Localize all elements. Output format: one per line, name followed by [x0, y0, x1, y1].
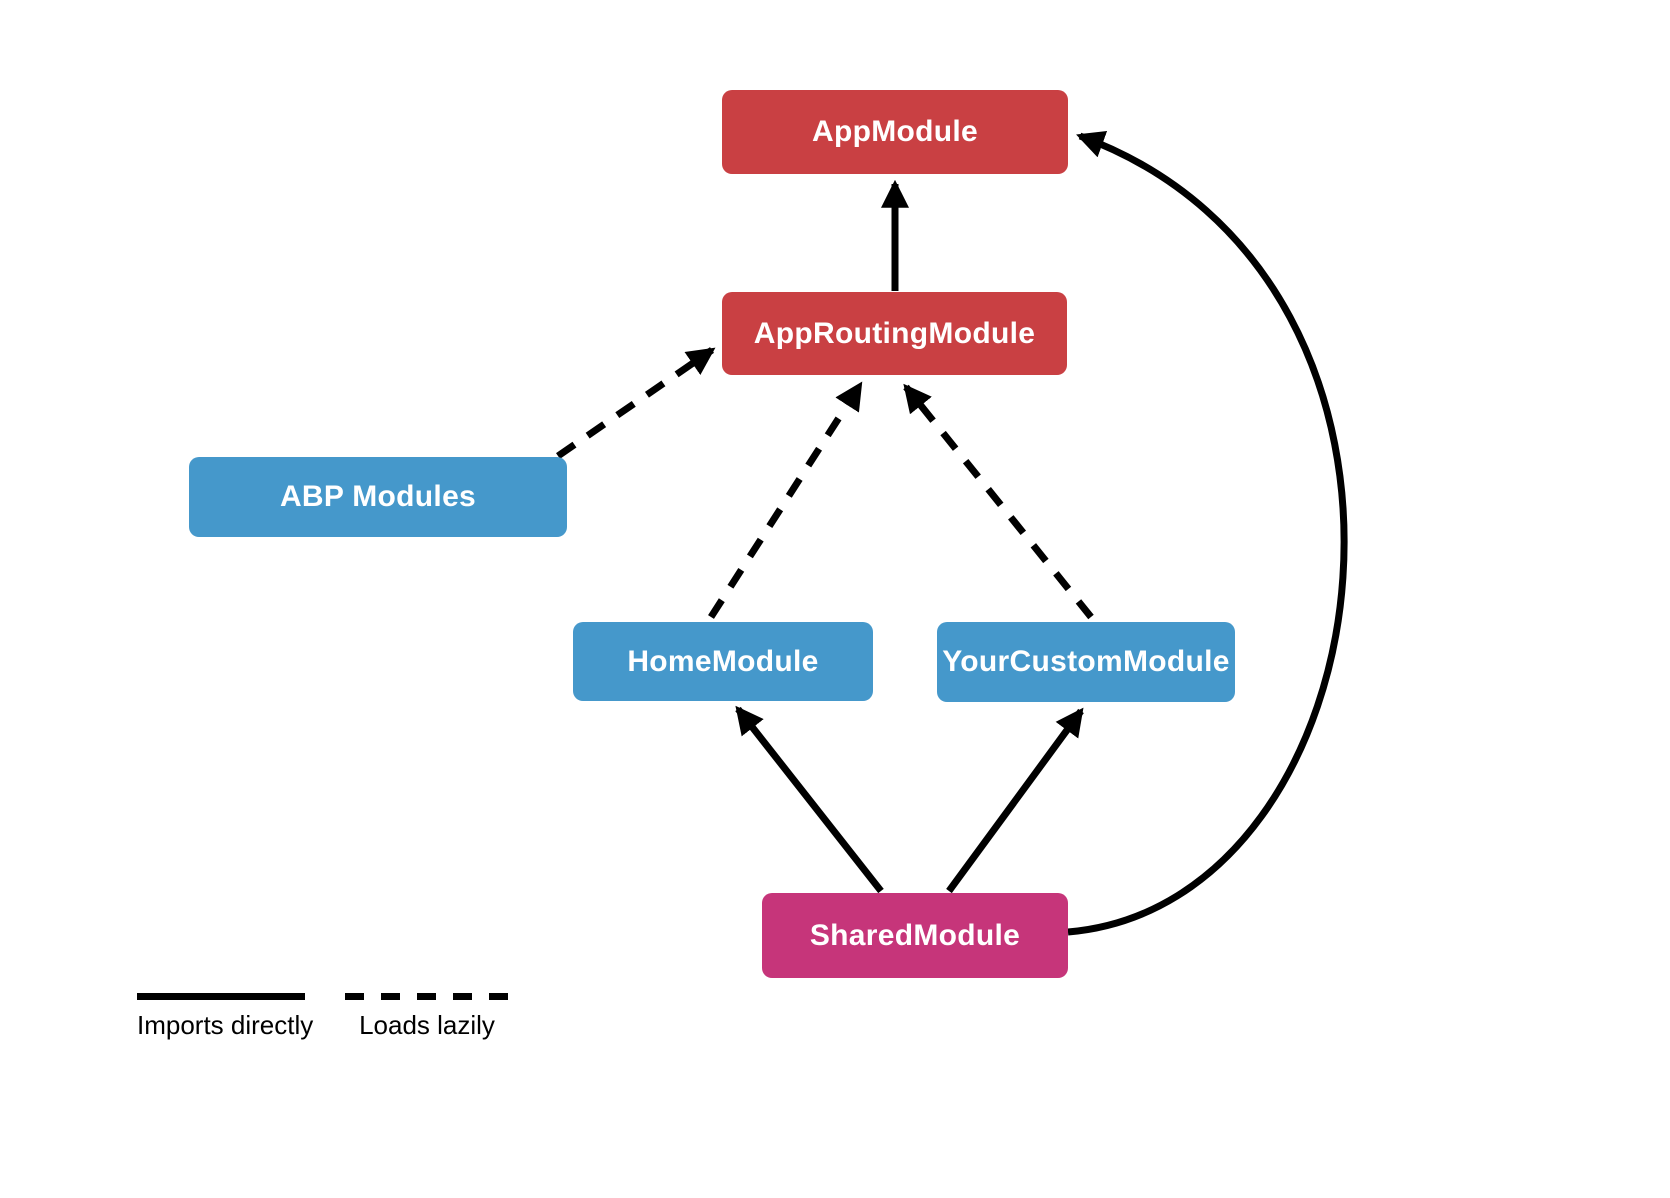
legend-dashed-line-icon — [345, 993, 509, 1000]
legend-solid-line-icon — [137, 993, 305, 1000]
node-shared-module: SharedModule — [762, 893, 1068, 978]
edge-home-to-approuting — [708, 381, 863, 619]
node-your-custom-module: YourCustomModule — [937, 622, 1235, 702]
node-home-module: HomeModule — [573, 622, 873, 701]
legend-solid-label: Imports directly — [137, 1010, 314, 1040]
edge-shared-to-custom — [946, 707, 1084, 894]
edge-custom-to-approuting — [903, 383, 1094, 620]
node-app-module: AppModule — [722, 90, 1068, 174]
node-abp-modules: ABP Modules — [189, 457, 567, 537]
edge-shared-to-home — [735, 705, 884, 894]
edge-shared-to-app-curve — [1067, 131, 1348, 936]
edges-group — [556, 131, 1348, 936]
edge-abp-to-approuting — [556, 347, 716, 459]
node-app-routing-module: AppRoutingModule — [722, 292, 1067, 375]
legend-dashed-label: Loads lazily — [359, 1010, 495, 1040]
